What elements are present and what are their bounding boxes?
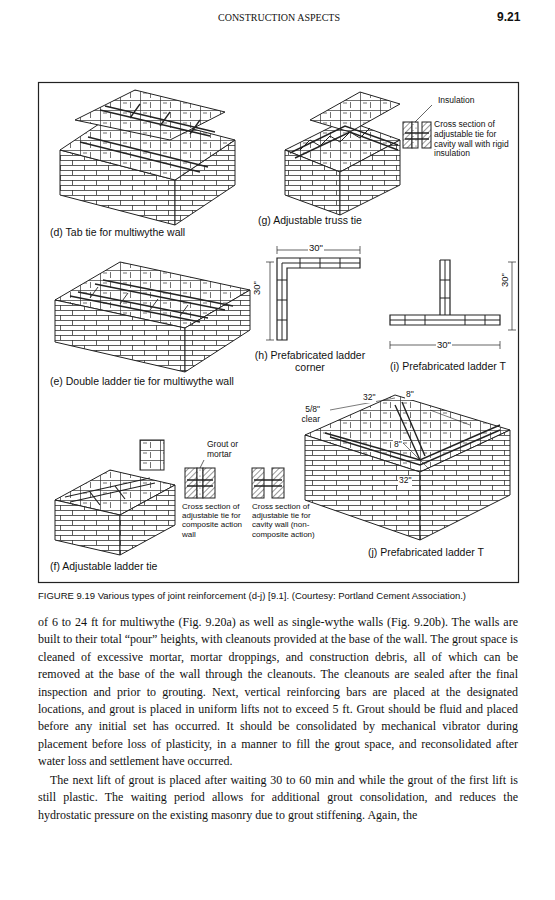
body-paragraph: The next lift of grout is placed after w… [38,772,518,824]
dimension: 30" [308,243,324,254]
dimension: 8" [393,440,403,450]
section-note: Cross section of adjustable tie for cavi… [434,120,520,159]
dimension: 30" [436,340,452,351]
dimension: 5/8" clear [285,405,321,425]
part-label: Grout or mortar [207,440,257,460]
ladder-t-wall [305,395,510,540]
dimension: 30" [252,280,263,296]
cavity-tie-section [403,105,432,148]
figure-caption: FIGURE 9.19 Various types of joint reinf… [38,591,518,602]
dimension: 8" [405,390,415,400]
body-paragraph: of 6 to 24 ft for multiwythe (Fig. 9.20a… [38,614,518,771]
section-note: Cross section of adjustable tie for comp… [182,502,250,539]
tab-tie-wall [60,90,235,225]
dimension: 32" [362,393,376,403]
page-number: 9.21 [497,11,520,25]
dimension: 32" [398,476,412,486]
running-head: CONSTRUCTION ASPECTS [218,12,340,24]
figure-label: (j) Prefabricated ladder T [368,546,484,558]
truss-tie-wall [285,92,400,215]
figure-label: (f) Adjustable ladder tie [50,560,157,572]
figure-label: (d) Tab tie for multiwythe wall [50,226,185,238]
noncomposite-tie-section [252,468,284,498]
composite-tie-section [185,460,215,498]
section-note: Cross section of adjustable tie for cavi… [252,502,332,539]
figure-label: (e) Double ladder tie for multiwythe wal… [50,375,250,387]
ladder-corner [266,246,360,340]
figure-label: (i) Prefabricated ladder T [390,360,506,372]
figure-label: (g) Adjustable truss tie [258,214,362,226]
adjustable-ladder-wall [55,440,175,555]
dimension: 30" [500,272,511,288]
ladder-t [390,260,516,349]
double-ladder-wall [55,262,250,372]
figure-label: (h) Prefabricated ladder corner [240,349,380,373]
part-label: Insulation [438,96,474,106]
